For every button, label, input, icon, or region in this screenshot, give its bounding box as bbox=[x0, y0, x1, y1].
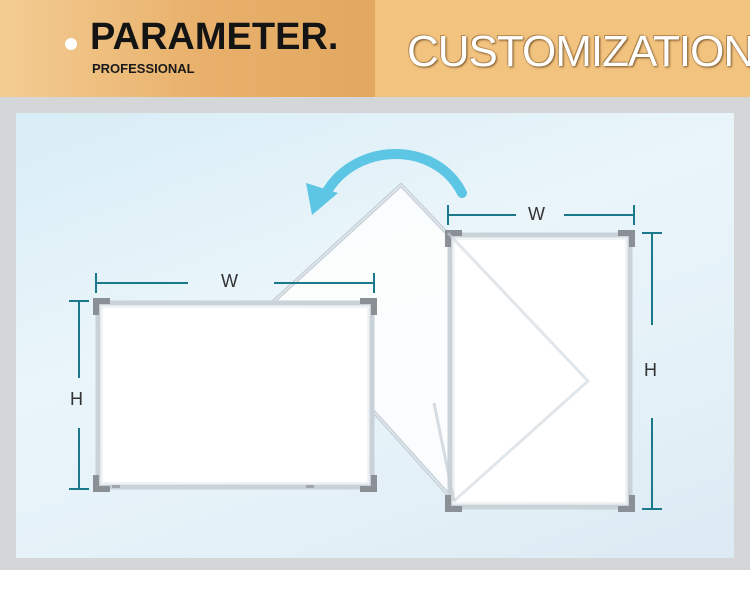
header-banner: PARAMETER. PROFESSIONAL CUSTOMIZATION bbox=[0, 0, 750, 97]
corner-cap bbox=[618, 495, 635, 512]
page-title: PARAMETER. bbox=[90, 16, 339, 58]
landscape-width-dimension bbox=[95, 273, 375, 293]
landscape-width-label: W bbox=[221, 271, 238, 291]
header-right-section bbox=[375, 0, 750, 97]
corner-cap bbox=[93, 298, 110, 315]
bullet-icon bbox=[65, 38, 77, 50]
portrait-width-label: W bbox=[528, 204, 545, 224]
page-subtitle: PROFESSIONAL bbox=[92, 61, 195, 76]
whiteboard-diagram bbox=[69, 149, 662, 512]
corner-cap bbox=[360, 298, 377, 315]
portrait-height-label: H bbox=[644, 360, 657, 380]
landscape-height-dimension bbox=[69, 300, 89, 490]
portrait-width-dimension bbox=[447, 205, 635, 225]
portrait-height-dimension bbox=[642, 232, 662, 510]
diagram-panel: W H W H bbox=[16, 113, 734, 558]
customization-heading: CUSTOMIZATION bbox=[407, 27, 750, 76]
corner-cap bbox=[618, 230, 635, 247]
curved-arrow-icon bbox=[306, 149, 467, 215]
corner-cap bbox=[360, 475, 377, 492]
landscape-board bbox=[93, 298, 377, 492]
landscape-height-label: H bbox=[70, 389, 83, 409]
corner-cap bbox=[445, 495, 462, 512]
corner-cap bbox=[93, 475, 110, 492]
portrait-board bbox=[432, 230, 635, 512]
header-left-section bbox=[0, 0, 375, 97]
